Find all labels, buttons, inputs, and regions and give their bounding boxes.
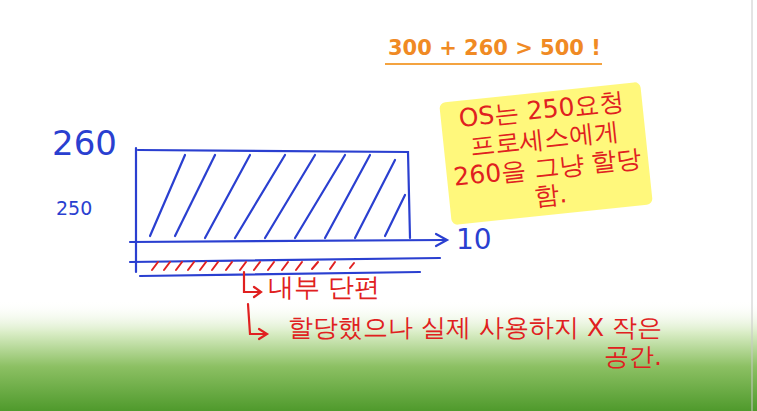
fragment-marks [152, 262, 354, 270]
title-equation: 300 + 260 > 500 ! [388, 36, 601, 60]
grass-background [0, 300, 757, 411]
annotation-text: 내부 단편 [268, 273, 380, 303]
size-label: 250 [56, 198, 92, 220]
size-label: 10 [456, 224, 492, 256]
slide-edge [752, 0, 753, 411]
size-label: 260 [52, 124, 117, 163]
memory-block [130, 148, 447, 276]
title-underline [385, 63, 602, 65]
pointer-arrow [244, 272, 267, 339]
highlighted-note: OS는 250요청 프로세스에게 260을 그냥 할당함. [439, 82, 653, 225]
annotation-text: 할당했으나 실제 사용하지 X 작은 공간. [272, 314, 662, 372]
